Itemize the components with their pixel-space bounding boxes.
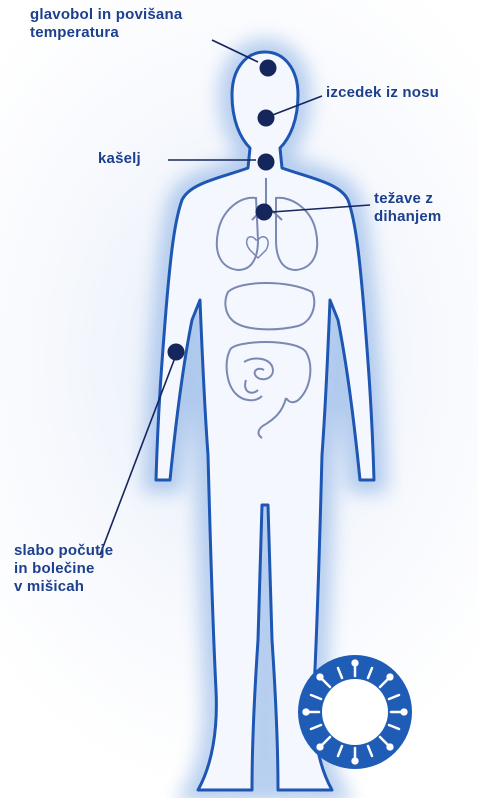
label-malaise-muscle-pain: slabo počutje in bolečine v mišicah [14, 542, 113, 596]
label-breathing: težave z dihanjem [374, 190, 441, 226]
label-runny-nose: izcedek iz nosu [326, 84, 439, 102]
dot-throat [258, 154, 275, 171]
dot-head [260, 60, 277, 77]
label-headache-fever: glavobol in povišana temperatura [30, 6, 182, 42]
dot-arm [168, 344, 185, 361]
virus-icon [298, 655, 412, 769]
label-cough: kašelj [98, 150, 141, 168]
dot-chest [256, 204, 273, 221]
dot-nose [258, 110, 275, 127]
